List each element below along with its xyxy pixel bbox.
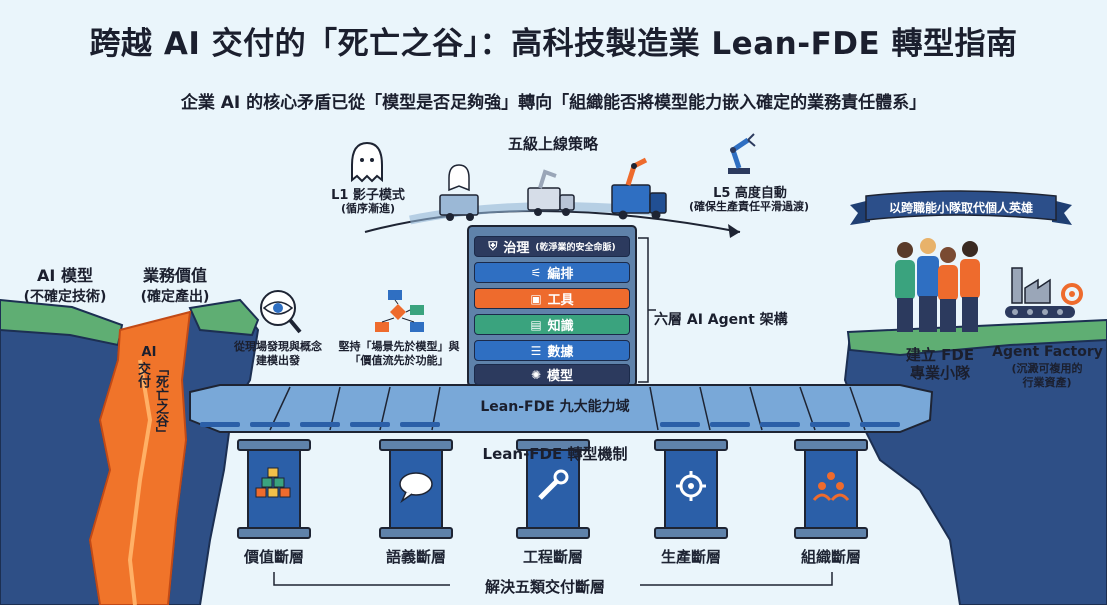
toolbox-icon: ▣: [530, 291, 542, 306]
pillar-label-production: 生產斷層: [660, 548, 721, 566]
team-people-icon: [895, 238, 980, 332]
bridge-mechanism-label: Lean-FDE 轉型機制: [482, 445, 628, 463]
page-title: 跨越 AI 交付的「死亡之谷」：高科技製造業 Lean-FDE 轉型指南: [89, 26, 1018, 62]
shield-icon: ⛨: [488, 239, 498, 253]
layer-tools: ▣ 工具: [474, 288, 630, 309]
banner-ribbon: [850, 190, 1072, 225]
blocks-icon: [255, 467, 291, 498]
factory-subtitle-b: 行業資產): [1022, 376, 1072, 389]
layer-governance-label: 治理: [503, 241, 530, 256]
banner-text: 以跨職能小隊取代個人英雄: [888, 201, 1033, 215]
scenario-concept: 堅持「場景先於模型」與「價值流先於功能」: [338, 340, 460, 367]
mid-cliff-green: [188, 298, 260, 337]
valley-label-ai: AI: [141, 345, 157, 360]
robot-arm-icon: [728, 133, 756, 174]
sliders-icon: ⚟: [530, 265, 542, 280]
ai-model-title: AI 模型: [37, 266, 93, 285]
page-subtitle: 企業 AI 的核心矛盾已從「模型是否足夠強」轉向「組織能否將模型能力嵌入確定的業…: [180, 93, 927, 113]
team-title-a: 建立 FDE: [905, 346, 975, 364]
database-icon: ☰: [530, 343, 542, 358]
layer-governance: ⛨ 治理 (乾淨業的安全命脈): [474, 236, 630, 257]
bridge-deck-label: Lean-FDE 九大能力域: [480, 399, 630, 415]
discover-concept: 從現場發現與概念建模出發: [234, 340, 322, 367]
speech-icon: [399, 472, 433, 504]
factory-icon: [1005, 267, 1083, 318]
layer-model-label: 模型: [547, 369, 574, 384]
strategy-title: 五級上線策略: [507, 135, 598, 153]
l1-subtitle: (循序漸進): [340, 202, 396, 215]
pillars-graphic: [237, 439, 868, 539]
gear-icon: [676, 471, 706, 501]
layer-model: ✺ 模型: [474, 364, 630, 385]
book-icon: ▤: [530, 317, 542, 332]
layer-governance-sub: (乾淨業的安全命脈): [535, 243, 616, 253]
agent-stack-title: 六層 AI Agent 架構: [654, 312, 788, 328]
valley-label-delivery: 交付: [135, 362, 150, 388]
ghost-icon: [351, 141, 383, 183]
layer-data-label: 數據: [547, 345, 574, 360]
l5-title: L5 高度自動: [713, 186, 787, 201]
right-cliff-green: [846, 318, 1107, 357]
brain-icon: ✺: [530, 367, 542, 382]
team-icon: [812, 472, 850, 501]
pillar-label-organization: 組織斷層: [800, 548, 861, 566]
robot-truck-icon: [527, 169, 575, 216]
layer-orchestration-label: 編排: [547, 267, 574, 282]
layer-orchestration: ⚟ 編排: [474, 262, 630, 283]
layer-data: ☰ 數據: [474, 340, 630, 361]
valley-label-death: 「死亡之谷」: [153, 362, 168, 440]
factory-subtitle-a: (沉澱可複用的: [1011, 362, 1083, 375]
wrench-icon: [538, 469, 569, 500]
pillars-footer: 解決五類交付斷層: [484, 578, 605, 596]
eye-magnifier-icon: [260, 290, 302, 334]
lava-valley: [88, 310, 192, 605]
flowchart-icon: [375, 290, 424, 332]
layer-tools-label: 工具: [547, 293, 574, 308]
pillar-label-semantic: 語義斷層: [385, 548, 446, 566]
pillar-label-value: 價值斷層: [243, 548, 304, 566]
layer-knowledge: ▤ 知識: [474, 314, 630, 335]
pillar-label-engineering: 工程斷層: [522, 548, 583, 566]
autonomous-truck-icon: [611, 157, 667, 220]
ghost-truck-icon: [439, 164, 479, 221]
layer-knowledge-label: 知識: [547, 319, 574, 334]
ai-model-subtitle: (不確定技術): [23, 289, 107, 305]
business-value-subtitle: (確定產出): [140, 289, 210, 305]
business-value-title: 業務價值: [142, 266, 207, 285]
l5-subtitle: (確保生產責任平滑過渡): [688, 200, 810, 213]
l1-title: L1 影子模式: [331, 188, 405, 203]
factory-title: Agent Factory: [992, 344, 1103, 360]
team-title-b: 專業小隊: [909, 364, 970, 382]
